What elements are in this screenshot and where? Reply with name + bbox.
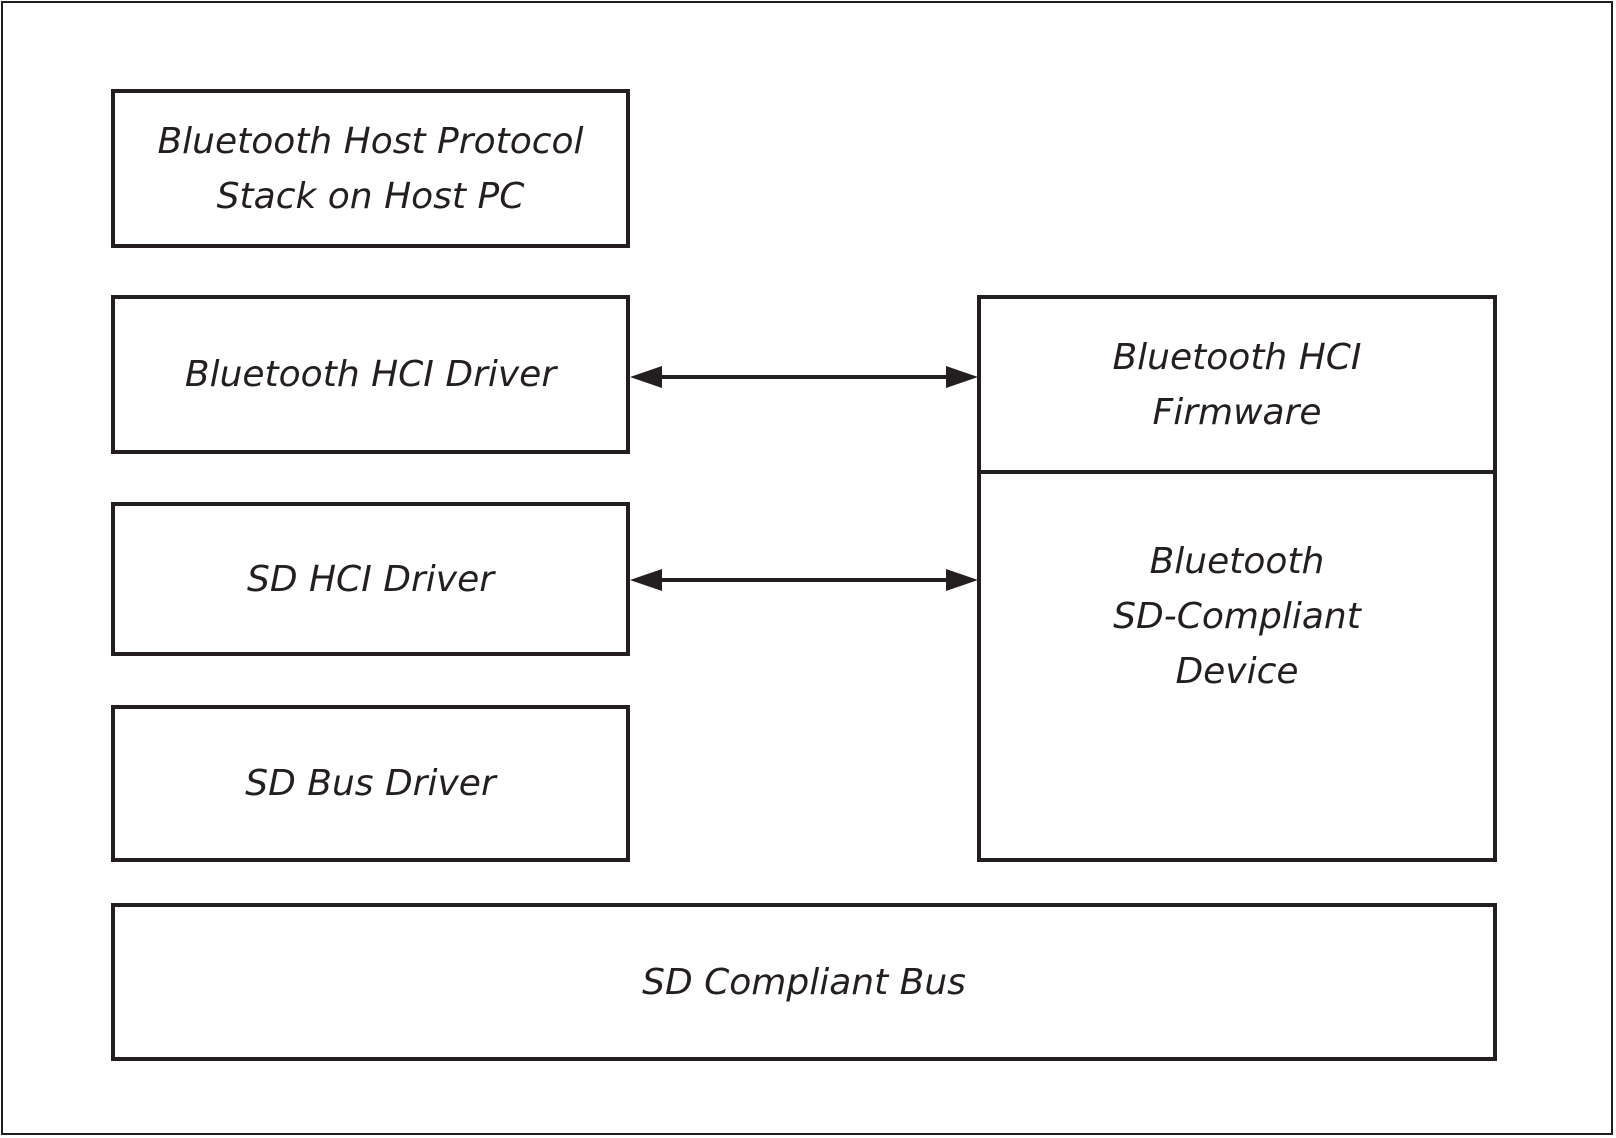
sd-bus-driver-line-1: SD Bus Driver (245, 763, 496, 804)
sd-device-line-2: SD-Compliant (1113, 596, 1361, 637)
host-protocol-stack-line-2: Stack on Host PC (216, 175, 525, 217)
sd-hci-driver-label: SD HCI Driver (247, 552, 494, 607)
sd-compliant-bus-line-1: SD Compliant Bus (642, 961, 966, 1003)
host-protocol-stack-label: Bluetooth Host Protocol Stack on Host PC (157, 114, 583, 224)
sd-hci-driver-line-1: SD HCI Driver (246, 558, 495, 600)
hci-firmware-line-1: Bluetooth HCI (1112, 336, 1362, 378)
hci-firmware-line-2: Firmware (1152, 391, 1322, 433)
sd-device-label: Bluetooth SD-Compliant Device (981, 534, 1493, 699)
host-protocol-stack-box: Bluetooth Host Protocol Stack on Host PC (111, 89, 630, 248)
sd-compliant-bus-box: SD Compliant Bus (111, 903, 1497, 1061)
sd-device-section: Bluetooth SD-Compliant Device (981, 534, 1493, 699)
sd-bus-driver-box: SD Bus Driver (111, 705, 630, 862)
sd-device-line-1: Bluetooth (1149, 541, 1325, 582)
hci-firmware-label: Bluetooth HCI Firmware (1112, 330, 1361, 440)
sd-device-line-3: Device (1175, 651, 1299, 692)
sd-device-box: Bluetooth HCI Firmware Bluetooth SD-Comp… (977, 295, 1497, 862)
device-section-divider (981, 470, 1493, 474)
host-protocol-stack-line-1: Bluetooth Host Protocol (157, 120, 584, 162)
sd-hci-driver-box: SD HCI Driver (111, 502, 630, 656)
sd-bus-driver-label: SD Bus Driver (245, 756, 496, 811)
hci-driver-label: Bluetooth HCI Driver (185, 347, 556, 402)
sd-compliant-bus-label: SD Compliant Bus (642, 955, 966, 1010)
hci-firmware-section: Bluetooth HCI Firmware (981, 299, 1493, 470)
hci-driver-box: Bluetooth HCI Driver (111, 295, 630, 454)
hci-driver-line-1: Bluetooth HCI Driver (184, 354, 557, 395)
